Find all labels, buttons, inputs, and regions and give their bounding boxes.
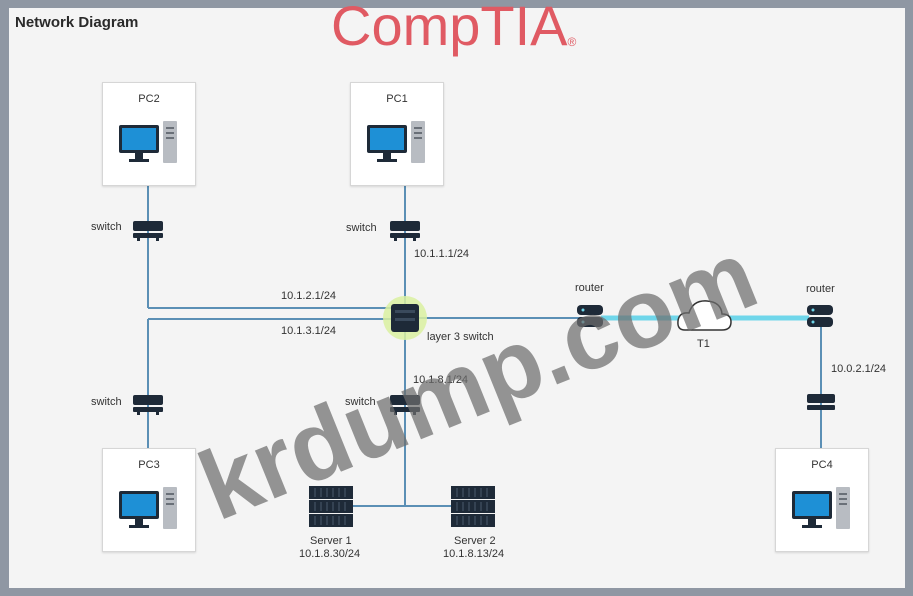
ip-label-pc3-link: 10.1.3.1/24 [281,325,337,337]
brand-registered-mark: ® [567,35,577,49]
server2-name: Server 2 [454,535,496,547]
router-label-right: router [806,283,835,295]
server-icon [309,486,353,527]
router-label-left: router [575,282,604,294]
switch-label-pc1: switch [346,222,377,234]
switch-label-servers: switch [345,396,376,408]
pc-node-pc3[interactable]: PC3 [102,448,196,552]
desktop-computer-icon [367,121,425,163]
ip-label-pc1-link: 10.1.1.1/24 [414,248,470,260]
cloud-icon [677,300,732,331]
router-icon [807,305,833,327]
comptia-logo: CompTIA® [331,0,576,54]
connection-lines [147,186,822,507]
server1-name: Server 1 [310,535,352,547]
ip-label-pc2-link: 10.1.2.1/24 [281,290,337,302]
switch-icon [807,394,835,410]
ip-label-pc4-link: 10.0.2.1/24 [831,363,887,375]
server2-ip: 10.1.8.13/24 [443,548,505,560]
diagram-title: Network Diagram [15,14,139,31]
pc-node-pc4[interactable]: PC4 [775,448,869,552]
server-icon [451,486,495,527]
pc-node-pc2[interactable]: PC2 [102,82,196,186]
layer3-switch-label: layer 3 switch [427,331,494,343]
network-diagram [133,186,835,527]
t1-label: T1 [697,338,710,350]
ip-label-server-link: 10.1.8.1/24 [413,374,469,386]
diagram-frame: Network Diagram CompTIA® [9,0,905,588]
pc-node-pc1[interactable]: PC1 [350,82,444,186]
layer3-switch-icon [383,296,427,340]
switch-icon [133,221,163,241]
brand-text: CompTIA [331,0,568,57]
pc-label: PC4 [811,459,833,471]
switch-icon [133,395,163,415]
desktop-computer-icon [792,487,850,529]
router-icon [577,305,603,327]
server1-ip: 10.1.8.30/24 [299,548,361,560]
switch-icon [390,221,420,241]
pc-label: PC1 [386,93,408,105]
switch-label-pc3: switch [91,396,122,408]
switch-label-pc2: switch [91,221,122,233]
pc-label: PC2 [138,93,160,105]
desktop-computer-icon [119,487,177,529]
desktop-computer-icon [119,121,177,163]
switch-icon [390,395,420,415]
pc-label: PC3 [138,459,160,471]
